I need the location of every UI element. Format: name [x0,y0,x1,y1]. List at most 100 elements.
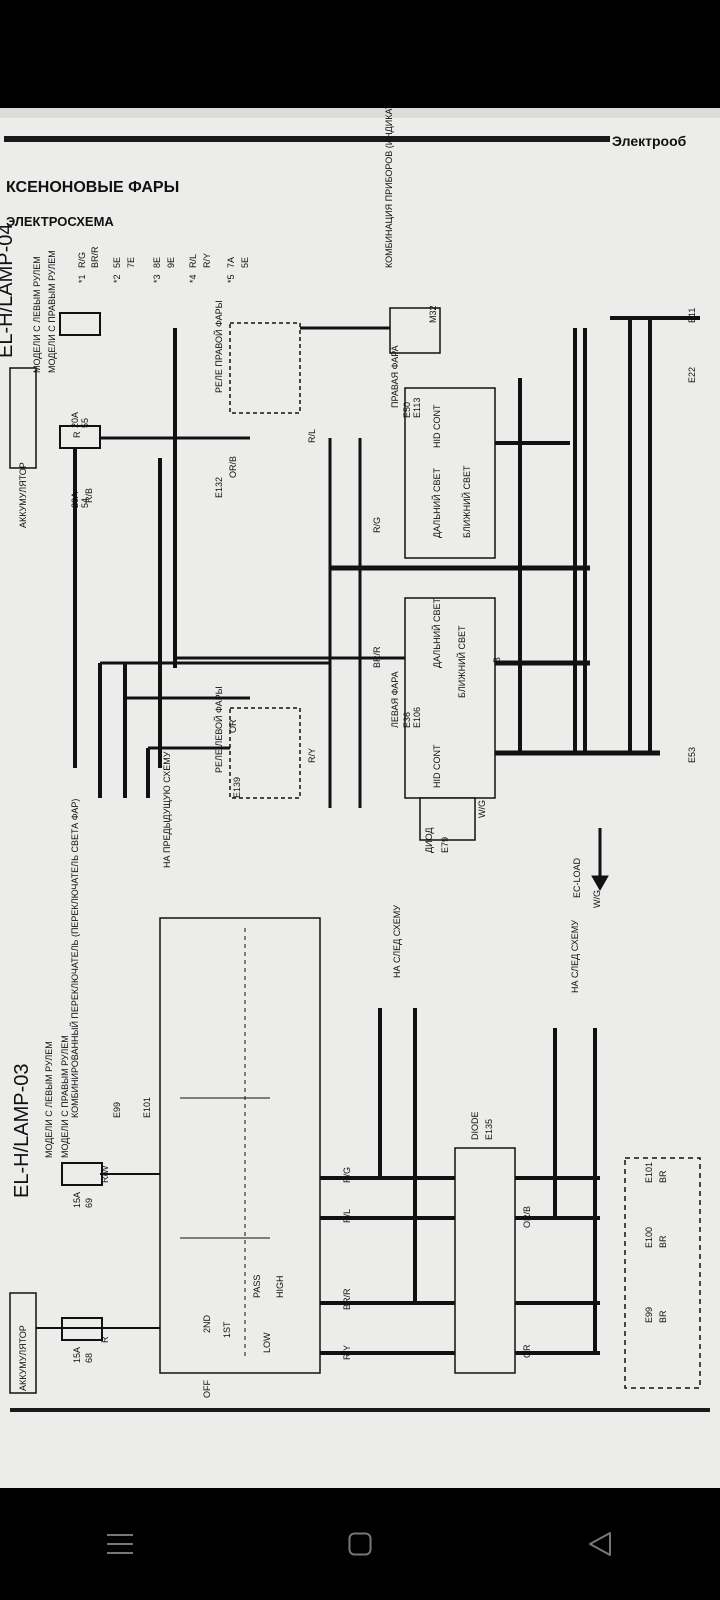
diagram-top-labels: EL-H/LAMP-04 МОДЕЛИ С ЛЕВЫМ РУЛЕМ МОДЕЛИ… [0,108,697,908]
diagram-top-lines [9,307,700,892]
wire-wg: W/G [477,800,487,818]
wire-b-rl: R/L [342,1209,352,1223]
wire-b-r: R [100,1336,110,1343]
variant-2-mark: *2 [112,274,122,283]
wire-brr: BR/R [372,646,382,668]
wire-b-rw: R/W [100,1165,110,1183]
battery-top: АККУМУЛЯТОР [18,462,28,528]
prev-scheme-label: НА ПРЕДЫДУЩУЮ СХЕМУ [162,751,172,868]
menu-icon[interactable] [90,1514,150,1574]
battery-bottom: АККУМУЛЯТОР [18,1325,28,1391]
header-section: Электрооб [612,133,687,149]
high-beam-left: ДАЛЬНИЙ СВЕТ [431,597,442,668]
legend-left-bottom: МОДЕЛИ С ЛЕВЫМ РУЛЕМ [44,1041,54,1158]
wire-rl: R/L [307,429,317,443]
variant-5-mark: *5 [226,274,236,283]
pos-high: HIGH [275,1276,285,1299]
variant-3-mark: *3 [152,274,162,283]
variant-2-a: 5E [112,257,122,268]
legend-right-top: МОДЕЛИ С ПРАВЫМ РУЛЕМ [47,250,57,373]
wire-or: OR [228,719,238,733]
meter-conn: M32 [428,305,438,323]
wire-b-orb: OR/B [522,1206,532,1228]
headlamp-right-conn-2: E113 [412,398,422,418]
ec-load-wire: W/G [592,890,602,908]
conn-e99: E99 [644,1307,654,1323]
wire-rb: R/B [84,488,94,503]
pos-low: LOW [262,1332,272,1353]
navigation-bar [0,1488,720,1600]
conn-color-2: BR [658,1235,668,1248]
switch-conn-1: E99 [112,1102,122,1118]
back-icon[interactable] [570,1514,630,1574]
wire-orb: OR/B [228,456,238,478]
conn-color-3: BR [658,1170,668,1183]
fuse-55-rating: 20A [70,412,80,428]
wire-ry: R/Y [307,748,317,763]
relay-left-label: РЕЛЕ ЛЕВОЙ ФАРЫ [213,686,224,773]
fuse-68-id: 68 [84,1353,94,1363]
variant-4-a: R/L [188,254,198,268]
pos-off: OFF [202,1380,212,1398]
hid-cont-left: HID CONT [432,744,442,788]
wire-b-or: OR [522,1344,532,1358]
switch-conn-2: E101 [142,1097,152,1118]
switch-label: КОМБИНИРОВАННЫЙ ПЕРЕКЛЮЧАТЕЛЬ (ПЕРЕКЛЮЧА… [69,799,80,1118]
headlamp-right-conn-1: E50 [402,402,412,418]
ground-e22: E22 [687,367,697,383]
wire-b-brr: BR/R [342,1288,352,1310]
relay-right-label: РЕЛЕ ПРАВОЙ ФАРЫ [213,300,224,393]
fuse-55-id: 55 [80,418,90,428]
low-beam-right: БЛИЖНИЙ СВЕТ [461,465,472,538]
wire-rg: R/G [372,517,382,533]
variant-5-a: 7A [226,257,236,268]
legend-right-bottom: МОДЕЛИ С ПРАВЫМ РУЛЕМ [60,1035,70,1158]
pos-1st: 1ST [222,1321,232,1338]
high-beam-right: ДАЛЬНИЙ СВЕТ [431,467,442,538]
ec-load-label: EC-LOAD [572,857,582,898]
wire-r: R [72,431,82,438]
variant-1-mark: *1 [77,274,87,283]
pos-pass: PASS [252,1275,262,1298]
wire-b-ry: R/Y [342,1345,352,1360]
footer-rule [10,1408,710,1412]
variant-5-b: 5E [240,257,250,268]
headlamp-left-conn-1: E36 [402,712,412,728]
headlamp-left-label: ЛЕВАЯ ФАРА [390,671,400,728]
meter-label: КОМБИНАЦИЯ ПРИБОРОВ (ИНДИКАТОР ДАЛЬНЕГО … [384,108,394,268]
diagram-bottom-lines [9,917,701,1394]
diode-bottom-label: DIODE [470,1111,480,1140]
ground-e53: E53 [687,747,697,763]
variant-2-b: 7E [126,257,136,268]
schematic-photo: Электрооб КСЕНОНОВЫЕ ФАРЫ ЭЛЕКТРОСХЕМА [0,108,720,1488]
page-title: КСЕНОНОВЫЕ ФАРЫ [6,179,179,196]
status-bar [0,0,720,108]
diode-bottom-conn: E135 [484,1119,494,1140]
variant-4-mark: *4 [188,274,198,283]
relay-left-conn: E139 [232,777,242,798]
relay-right-conn: E132 [214,477,224,498]
headlamp-left-conn-2: E106 [412,707,422,728]
diode-top-label: ДИОД [424,828,434,853]
diagram-top-code: EL-H/LAMP-04 [0,224,17,359]
headlamp-right-label: ПРАВАЯ ФАРА [390,345,400,408]
diagram-bottom-labels: EL-H/LAMP-03 МОДЕЛИ С ЛЕВЫМ РУЛЕМ МОДЕЛИ… [11,799,668,1398]
diagram-bottom-code: EL-H/LAMP-03 [11,1064,33,1199]
conn-color-1: BR [658,1310,668,1323]
fuse-54-rating: 20A [70,492,80,508]
variant-3-b: 9E [166,257,176,268]
home-icon[interactable] [330,1514,390,1574]
variant-1-a: R/G [77,252,87,268]
low-beam-left: БЛИЖНИЙ СВЕТ [456,625,467,698]
hid-cont-right: HID CONT [432,404,442,448]
header-rule [4,136,610,142]
variant-4-b: R/Y [202,253,212,268]
page-subtitle: ЭЛЕКТРОСХЕМА [6,214,114,229]
fuse-69-id: 69 [84,1198,94,1208]
fuse-54-id: 54 [80,498,90,508]
wire-b-rg: R/G [342,1167,352,1183]
variant-3-a: 8E [152,257,162,268]
conn-e100: E100 [644,1227,654,1248]
next-scheme-1: НА СЛЕД СХЕМУ [392,905,402,978]
pos-2nd: 2ND [202,1314,212,1333]
